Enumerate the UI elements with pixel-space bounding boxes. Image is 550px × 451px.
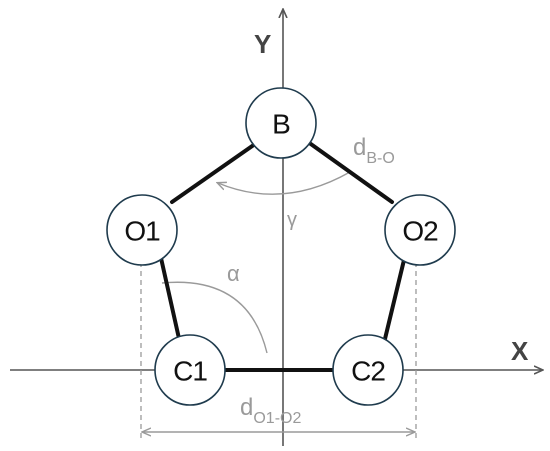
o1-o2-distance-label: dO1-O2	[240, 394, 301, 427]
node-o2-circle	[384, 194, 456, 266]
x-axis-label: X	[511, 336, 529, 366]
node-c2-circle	[332, 334, 404, 406]
node-b-circle	[245, 87, 317, 159]
y-axis-label: Y	[254, 29, 271, 59]
node-o2-label: O2	[402, 216, 438, 247]
alpha-label: α	[227, 261, 240, 286]
node-o2: O2	[384, 194, 456, 266]
alpha-arc	[161, 281, 268, 354]
b-o-distance-subscript: B-O	[366, 150, 394, 167]
node-o1-label: O1	[124, 216, 160, 247]
gamma-arc	[218, 171, 351, 195]
bond-o2-c2	[382, 258, 406, 345]
node-c1: C1	[154, 334, 226, 406]
o1-o2-distance-main: d	[240, 394, 253, 421]
o1-o2-distance-subscript: O1-O2	[253, 410, 301, 427]
bond-b-o1	[170, 140, 260, 204]
node-o1-circle	[106, 194, 178, 266]
node-c2-label: C2	[351, 356, 385, 387]
node-c1-label: C1	[173, 356, 207, 387]
gamma-label: γ	[287, 209, 297, 231]
bond-o1-c1	[159, 256, 182, 345]
bond-b-o2	[306, 140, 394, 204]
b-o-distance-main: d	[353, 134, 366, 161]
node-b-label: B	[272, 109, 290, 140]
b-o-distance-label: dB-O	[353, 134, 395, 167]
node-b: B	[245, 87, 317, 159]
node-c2: C2	[332, 334, 404, 406]
node-o1: O1	[106, 194, 178, 266]
node-c1-circle	[154, 334, 226, 406]
